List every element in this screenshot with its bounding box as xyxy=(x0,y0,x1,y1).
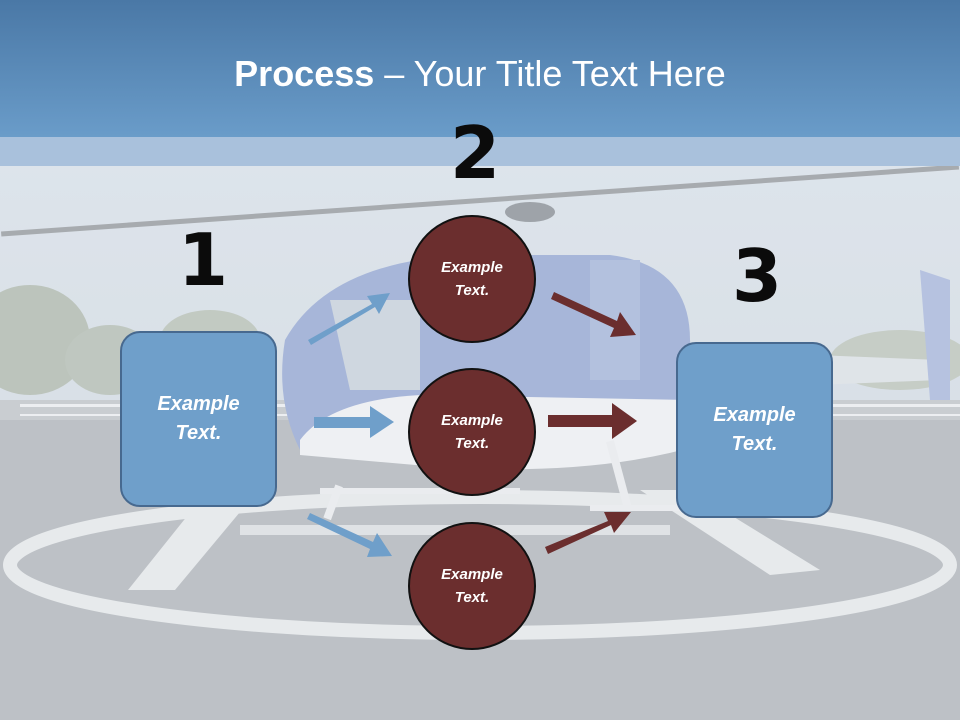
title-band xyxy=(0,0,960,137)
title-bold-part: Process xyxy=(234,53,375,94)
step-circle-bottom[interactable]: Example Text. xyxy=(408,522,536,650)
step-number-3: 3 xyxy=(732,234,783,318)
step-circle-middle[interactable]: Example Text. xyxy=(408,368,536,496)
title-rest-part: – Your Title Text Here xyxy=(374,53,726,94)
step-number-1: 1 xyxy=(178,218,229,302)
step-box-left-text: Example Text. xyxy=(157,393,240,444)
step-circle-top-text: Example Text. xyxy=(441,259,503,299)
title-accent-strip xyxy=(0,137,960,166)
slide-title[interactable]: Process – Your Title Text Here xyxy=(0,52,960,96)
step-circle-bottom-text: Example Text. xyxy=(441,566,503,606)
step-box-right[interactable]: Example Text. xyxy=(676,342,833,518)
step-box-left[interactable]: Example Text. xyxy=(120,331,277,507)
step-box-right-text: Example Text. xyxy=(713,404,796,455)
step-circle-top[interactable]: Example Text. xyxy=(408,215,536,343)
step-number-2: 2 xyxy=(450,111,501,195)
step-circle-middle-text: Example Text. xyxy=(441,412,503,452)
